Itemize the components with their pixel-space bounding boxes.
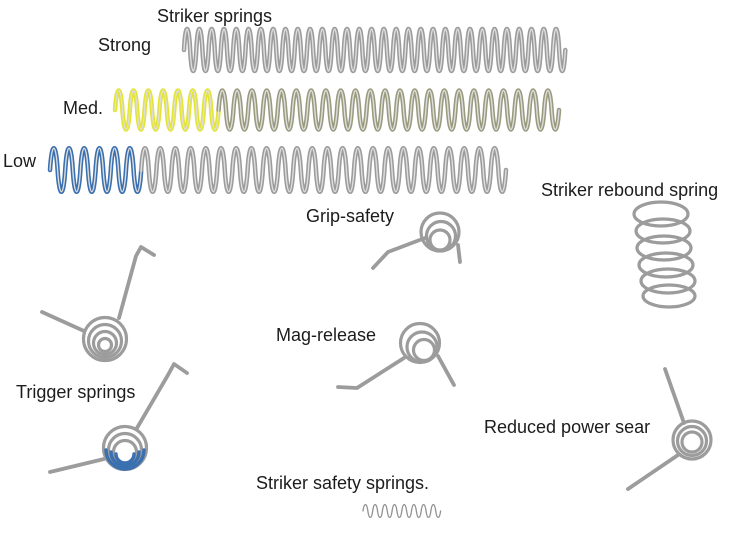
striker-safety-spring	[362, 503, 442, 519]
trigger1-hook-leg	[117, 245, 156, 320]
trigger2-hook-leg	[135, 362, 189, 430]
trigger-spring-1	[40, 245, 156, 363]
label-striker-rebound-spring: Striker rebound spring	[541, 180, 719, 200]
trigger1-coil	[86, 322, 124, 360]
rebound-coil-turn	[639, 267, 697, 295]
rebound-coil-turn	[637, 251, 695, 279]
striker-spring-med	[112, 88, 562, 132]
mag-release-left-leg	[336, 356, 406, 390]
sear-coil	[671, 419, 713, 461]
med-spring-highlight	[114, 89, 560, 131]
rebound-coil-turn	[635, 234, 693, 262]
label-reduced-power-sear: Reduced power sear	[484, 417, 651, 437]
mag-release-right-leg	[436, 354, 456, 387]
low-spring-highlight	[49, 147, 507, 193]
grip-safety-long-leg	[371, 236, 427, 270]
label-low: Low	[3, 151, 37, 171]
label-strong: Strong	[98, 35, 152, 55]
trigger2-blue-coil	[104, 448, 146, 471]
label-trigger-springs: Trigger springs	[16, 382, 136, 402]
trigger2-blue-coil	[114, 452, 136, 465]
reduced-power-sear-spring	[626, 367, 713, 491]
sear-upper-leg	[663, 367, 686, 425]
rebound-coil-turn	[641, 283, 697, 309]
sear-coil	[680, 430, 704, 454]
striker-rebound-spring	[632, 200, 697, 309]
trigger1-coil	[81, 315, 129, 363]
trigger1-straight-leg	[40, 310, 86, 333]
label-mag-release: Mag-release	[276, 325, 377, 345]
strong-spring-highlight	[183, 28, 566, 72]
grip-safety-spring	[371, 211, 462, 270]
mag-release-spring	[336, 321, 456, 390]
grip-safety-short-leg	[456, 243, 462, 264]
trigger2-blue-coil	[109, 450, 141, 468]
label-med: Med.	[63, 98, 104, 118]
label-grip-safety: Grip-safety	[306, 206, 395, 226]
trigger1-coil	[91, 329, 119, 357]
label-striker-springs-title: Striker springs	[157, 6, 273, 26]
mag-release-coil	[405, 330, 439, 364]
trigger-spring-2	[48, 362, 189, 474]
grip-safety-coil	[428, 228, 452, 252]
sear-lower-leg	[626, 453, 680, 491]
striker-safety-coil	[362, 503, 442, 519]
trigger1-coil	[96, 336, 114, 354]
sear-coil	[675, 424, 709, 458]
label-striker-safety-springs: Striker safety springs.	[256, 473, 430, 493]
mag-release-coil	[411, 337, 437, 363]
trigger2-straight-leg	[48, 457, 106, 474]
rebound-coil-turn	[632, 200, 690, 228]
striker-spring-low	[47, 146, 509, 194]
rebound-coil-turn	[634, 217, 692, 245]
striker-spring-strong	[181, 26, 568, 74]
